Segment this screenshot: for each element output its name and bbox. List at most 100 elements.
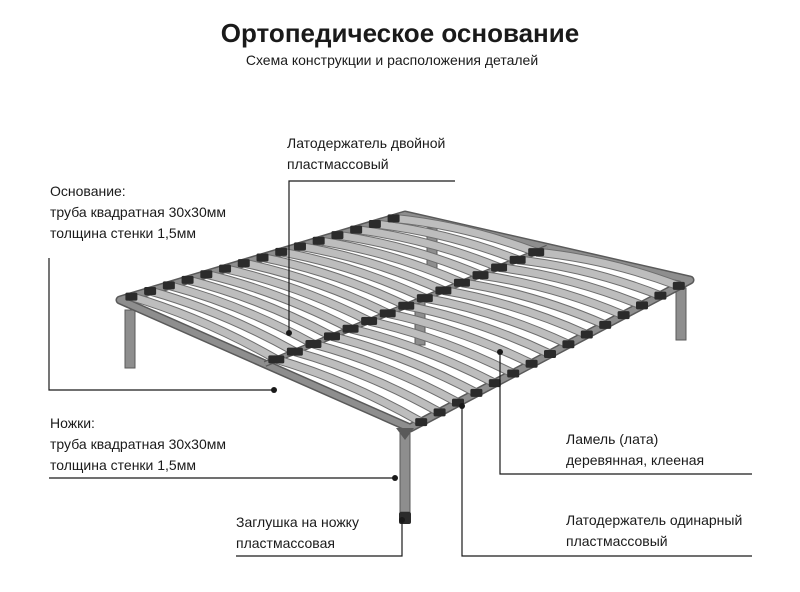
slat-face [517, 256, 662, 299]
double-slat-holder [342, 324, 359, 333]
label-base-line1: Основание: [50, 183, 126, 199]
single-slat-holder [599, 320, 612, 329]
slat-face [424, 294, 570, 348]
slat-face [167, 282, 316, 348]
slat-face [186, 276, 334, 340]
leg-back-right [675, 287, 687, 341]
label-leg-cap-line2: пластмассовая [236, 535, 335, 551]
slat-face [275, 355, 423, 426]
double-slat-holder [361, 317, 378, 326]
single-slat-holder [331, 231, 344, 240]
slat-face [498, 263, 644, 309]
single-slat-holder [293, 242, 306, 251]
slat-face [224, 265, 371, 325]
slat-face [299, 242, 445, 294]
slat-face [368, 317, 515, 377]
diagram-subtitle: Схема конструкции и расположения деталей [245, 52, 539, 68]
slat-face [386, 309, 534, 367]
frame-tube [117, 212, 693, 431]
label-leg-cap: Заглушка на ножку пластмассовая [236, 512, 359, 554]
single-slat-holder [580, 330, 593, 339]
slat-face [355, 226, 501, 271]
leader-dot-leg-cap [399, 517, 405, 523]
single-slat-holder [144, 287, 157, 296]
slat-face [293, 348, 442, 416]
label-double-slat-holder: Латодержатель двойной пластмассовый [287, 133, 445, 175]
single-slat-holder [544, 350, 556, 358]
single-slat-holder [275, 247, 288, 256]
label-base-line3: толщина стенки 1,5мм [50, 225, 196, 241]
single-slat-holder [162, 281, 175, 290]
single-slat-holder [181, 275, 194, 284]
single-slat-holder [237, 259, 250, 268]
slat-face [280, 248, 427, 302]
double-slat-holder [379, 309, 396, 318]
double-slat-holder [286, 347, 303, 356]
double-slat-holder [435, 286, 452, 295]
slat-face [336, 231, 482, 279]
single-slat-holder [617, 311, 630, 320]
label-slat-line2: деревянная, клееная [566, 452, 705, 468]
slat-face [374, 220, 519, 264]
slat-face [405, 302, 552, 358]
slat-face [331, 332, 479, 396]
leader-dot-legs [392, 475, 398, 481]
label-single-slat-holder-line2: пластмассовый [566, 533, 668, 549]
label-slat-line1: Ламель (лата) [566, 431, 659, 447]
single-slat-holder [350, 225, 363, 234]
slat-face [535, 248, 681, 290]
single-slat-holder [672, 281, 685, 290]
label-base: Основание: труба квадратная 30х30мм толщ… [50, 181, 226, 244]
slat-face [393, 214, 538, 256]
single-slat-holder [636, 301, 648, 310]
leg-front-left [124, 309, 136, 369]
double-slat-holder [268, 355, 285, 364]
slat-face [261, 254, 408, 309]
label-legs: Ножки: труба квадратная 30х30мм толщина … [50, 413, 226, 476]
single-slat-holder [200, 270, 213, 279]
label-single-slat-holder: Латодержатель одинарный пластмассовый [566, 510, 742, 552]
single-slat-holder [525, 359, 538, 368]
leader-dot-slat [497, 349, 503, 355]
leader-single-holder [461, 406, 752, 557]
diagram-title: Ортопедическое основание [220, 18, 580, 48]
double-slat-holder [491, 263, 508, 272]
single-slat-holder [507, 369, 520, 378]
label-legs-line2: труба квадратная 30х30мм [50, 436, 226, 452]
single-slat-holder [368, 219, 381, 228]
double-slat-holder [453, 278, 470, 287]
double-slat-holder [323, 332, 340, 341]
single-slat-holder [219, 264, 232, 273]
single-slat-holder [562, 340, 575, 349]
slat-face [312, 340, 460, 406]
slat-face [130, 293, 279, 363]
label-base-line2: труба квадратная 30х30мм [50, 204, 226, 220]
slat-face [243, 259, 390, 317]
single-slat-holder [256, 253, 269, 262]
leg-front-right [399, 431, 411, 513]
slat-face [318, 237, 464, 286]
label-legs-line1: Ножки: [50, 415, 95, 431]
slat-face [461, 279, 607, 329]
label-slat: Ламель (лата) деревянная, клееная [566, 429, 704, 471]
slat-face [349, 325, 497, 387]
single-slat-holder [415, 418, 428, 427]
single-slat-holder [654, 291, 667, 300]
slat-face [149, 287, 297, 355]
double-slat-holder [509, 255, 526, 264]
label-single-slat-holder-line1: Латодержатель одинарный [566, 512, 743, 528]
double-slat-holder [472, 271, 489, 280]
leader-slat [499, 352, 752, 475]
double-slat-holder [416, 294, 433, 303]
double-slat-holder [398, 301, 415, 310]
single-slat-holder [470, 388, 483, 397]
leader-base [48, 258, 274, 391]
single-slat-holder [125, 292, 138, 301]
label-double-slat-holder-line2: пластмассовый [287, 156, 389, 172]
leader-dot-base [271, 387, 277, 393]
label-leg-cap-line1: Заглушка на ножку [236, 514, 359, 530]
slat-face [442, 286, 589, 338]
frame-corner-bracket [396, 428, 414, 440]
slat-face [480, 271, 625, 319]
